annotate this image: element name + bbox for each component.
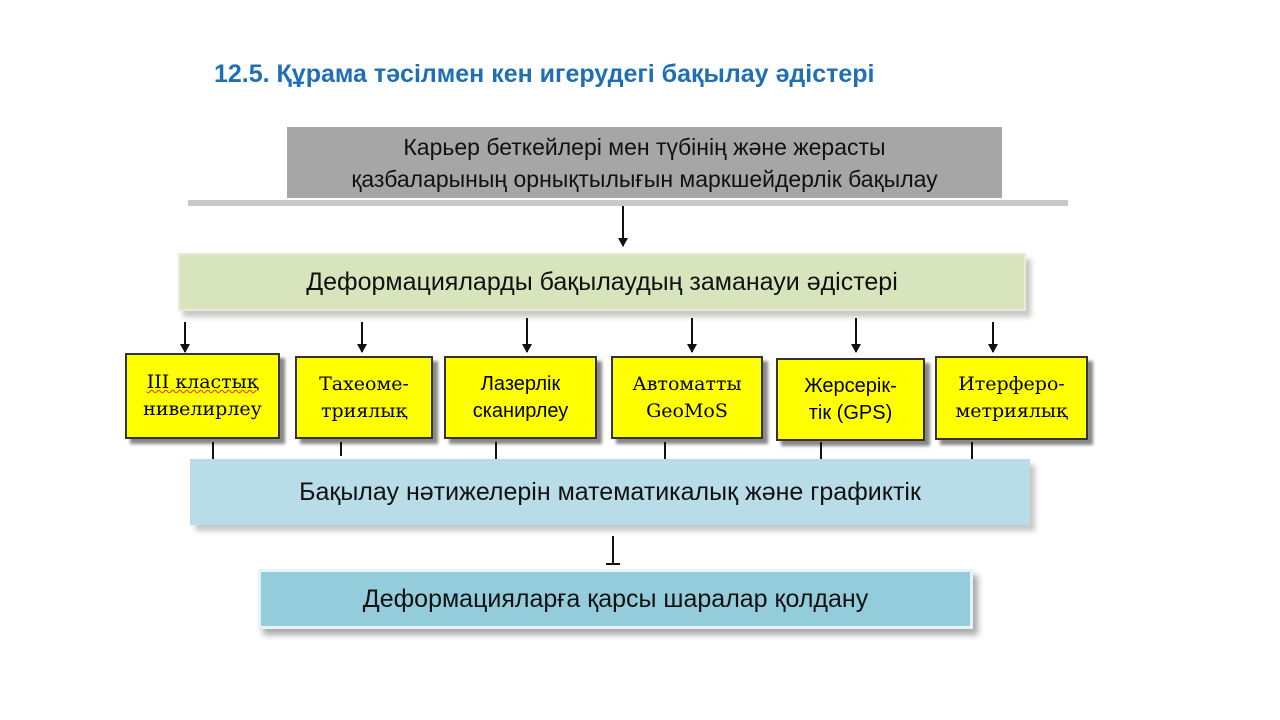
survey-control-box: Карьер беткейлері мен түбінің және жерас… bbox=[287, 127, 1002, 198]
method-label-3a: Лазерлік bbox=[480, 372, 561, 395]
method-box-gps: Жерсерік- тік (GPS) bbox=[776, 358, 925, 441]
method-label-6b: метриялық bbox=[955, 400, 1068, 422]
method-label-2b: триялық bbox=[320, 399, 408, 422]
method-box-laser-scanning: Лазерлік сканирлеу bbox=[444, 356, 597, 439]
arrow-modern-to-method-4 bbox=[687, 318, 697, 353]
method-box-tacheometry: Тахеоме- триялық bbox=[295, 356, 433, 439]
method-label-4a: Автоматты bbox=[632, 372, 742, 395]
method-label-5b: тік (GPS) bbox=[808, 401, 893, 424]
method-label-5a: Жерсерік- bbox=[804, 374, 897, 397]
connector-processing-to-measures bbox=[612, 536, 614, 564]
arrow-top-to-modern bbox=[618, 206, 628, 247]
arrow-modern-to-method-1 bbox=[180, 322, 190, 353]
method-label-1a: III кластық bbox=[146, 371, 259, 393]
countermeasures-label: Деформацияларға қарсы шаралар қолдану bbox=[362, 584, 869, 613]
results-processing-box: Бақылау нәтижелерін математикалық және г… bbox=[190, 459, 1030, 525]
method-box-leveling: III кластық нивелирлеу bbox=[125, 353, 280, 439]
method-label-2a: Тахеоме- bbox=[319, 372, 409, 395]
connector-method-2 bbox=[340, 442, 342, 456]
method-label-6a: Итерферо- bbox=[958, 373, 1065, 395]
results-processing-label: Бақылау нәтижелерін математикалық және г… bbox=[299, 477, 921, 506]
slide-title: 12.5. Құрама тәсілмен кен игерудегі бақы… bbox=[214, 60, 875, 88]
arrow-modern-to-method-6 bbox=[988, 322, 998, 353]
arrow-modern-to-method-2 bbox=[357, 322, 367, 353]
arrow-modern-to-method-3 bbox=[522, 318, 532, 353]
survey-control-line-1: Карьер беткейлері мен түбінің және жерас… bbox=[403, 133, 886, 160]
method-label-1b: нивелирлеу bbox=[143, 398, 262, 420]
method-box-geomos: Автоматты GeoMoS bbox=[611, 356, 763, 439]
method-label-4b: GeoMoS bbox=[646, 399, 728, 422]
method-label-3b: сканирлеу bbox=[472, 399, 569, 422]
survey-control-line-2: қазбаларының орнықтылығын маркшейдерлік … bbox=[351, 165, 938, 192]
modern-methods-box: Деформацияларды бақылаудың заманауи әдіс… bbox=[178, 253, 1026, 311]
connector-tick bbox=[606, 563, 620, 565]
arrow-modern-to-method-5 bbox=[851, 318, 861, 353]
countermeasures-box: Деформацияларға қарсы шаралар қолдану bbox=[258, 569, 973, 629]
top-box-shadow bbox=[188, 200, 1068, 206]
modern-methods-label: Деформацияларды бақылаудың заманауи әдіс… bbox=[306, 267, 898, 296]
method-box-interferometry: Итерферо- метриялық bbox=[935, 356, 1088, 440]
